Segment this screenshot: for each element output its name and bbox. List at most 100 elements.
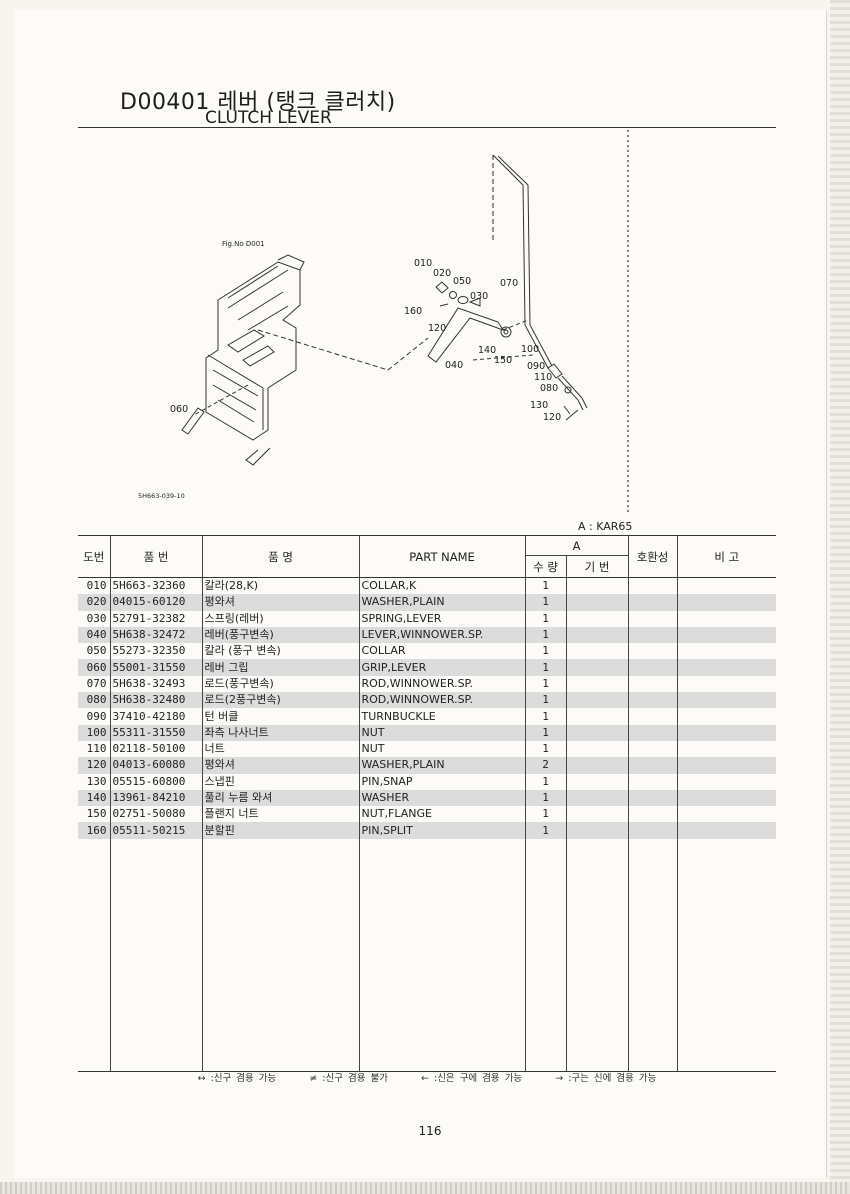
row-part-number: 13961-84210 [109, 789, 202, 807]
row-number: 150 [86, 807, 107, 821]
row-base [565, 708, 628, 725]
row-remarks [676, 659, 776, 676]
row-number: 140 [78, 789, 110, 807]
row-part-name: TURNBUCKLE [358, 708, 525, 725]
row-name-kr: 칼라 (풍구 변속) [201, 643, 359, 660]
row-qty: 1 [524, 822, 566, 839]
callout-060: 060 [170, 404, 188, 415]
row-part-name: LEVER,WINNOWER.SP. [358, 626, 525, 644]
row-qty: 1 [524, 789, 566, 807]
row-compat [627, 724, 677, 741]
col-header-base: 기 번 [565, 555, 628, 578]
callout-150: 150 [494, 355, 512, 366]
callout-080: 080 [540, 383, 558, 394]
figure-ref-label: Fig.No D001 [222, 240, 265, 248]
empty-cell [201, 838, 359, 1072]
row-part-number: 55273-32350 [109, 643, 202, 660]
parts-table: 도번 품 번 품 명 PART NAME A 호환성 비 고 수 량 기 번 0… [78, 535, 776, 1072]
row-remarks [676, 610, 776, 627]
col-header-group-a: A [524, 535, 628, 556]
row-number: 040 [78, 626, 110, 644]
row-remarks [676, 577, 776, 595]
callout-120-upper: 120 [428, 323, 446, 334]
row-name-kr: 스프링(레버) [201, 610, 359, 627]
row-qty: 1 [524, 675, 566, 693]
exploded-parts-diagram: Fig.No D001 010 020 050 030 160 120 040 … [138, 130, 629, 515]
row-qty: 2 [524, 757, 566, 774]
row-part-name: ROD,WINNOWER.SP. [358, 675, 525, 693]
row-part-name: ROD,WINNOWER.SP. [358, 692, 525, 709]
row-compat [627, 708, 677, 725]
callout-020: 020 [433, 268, 451, 279]
row-part-name: COLLAR,K [358, 577, 525, 595]
row-part-name: WASHER [358, 789, 525, 807]
row-compat [627, 806, 677, 823]
row-base [565, 724, 628, 741]
row-number: 160 [78, 822, 110, 839]
row-number: 060 [78, 659, 110, 676]
row-remarks [676, 740, 776, 758]
table-empty-space [78, 838, 776, 1072]
page-number: 116 [418, 1124, 442, 1138]
row-part-number: 55311-31550 [109, 724, 202, 741]
callout-070: 070 [500, 278, 518, 289]
callout-010: 010 [414, 258, 432, 269]
row-number: 050 [86, 644, 107, 658]
page-subtitle: CLUTCH LEVER [205, 108, 332, 128]
col-header-compat: 호환성 [627, 535, 677, 578]
row-compat [627, 610, 677, 627]
callout-030: 030 [470, 291, 488, 302]
row-qty: 1 [524, 626, 566, 644]
row-compat [627, 773, 677, 790]
row-compat [627, 692, 677, 709]
row-compat [627, 822, 677, 839]
row-qty: 1 [524, 740, 566, 758]
title-divider [78, 127, 776, 128]
row-base [565, 610, 628, 627]
col-header-no: 도번 [78, 535, 110, 578]
row-remarks [676, 773, 776, 790]
row-remarks [676, 708, 776, 725]
row-name-kr: 로드(2풍구변속) [201, 692, 359, 709]
callout-120-lower: 120 [543, 412, 561, 423]
row-remarks [676, 643, 776, 660]
row-remarks [676, 789, 776, 807]
col-header-qty: 수 량 [524, 555, 566, 578]
callout-100: 100 [521, 344, 539, 355]
empty-cell [627, 838, 677, 1072]
row-base [565, 773, 628, 790]
col-header-part-name: PART NAME [358, 535, 525, 578]
reference-note: A : KAR65 [578, 520, 633, 533]
row-base [565, 740, 628, 758]
row-compat [627, 659, 677, 676]
row-compat [627, 740, 677, 758]
row-part-number: 5H663-32360 [109, 577, 202, 595]
row-base [565, 643, 628, 660]
row-part-number: 5H638-32480 [109, 692, 202, 709]
row-name-kr: 스냅핀 [201, 773, 359, 790]
row-number: 080 [78, 692, 110, 709]
row-part-name: NUT [358, 724, 525, 741]
row-base [565, 806, 628, 823]
row-compat [627, 594, 677, 611]
empty-cell [565, 838, 628, 1072]
row-qty: 1 [524, 577, 566, 595]
row-name-kr: 풀리 누름 와셔 [201, 789, 359, 807]
drawing-number: 5H663-039-10 [138, 492, 185, 500]
row-part-name: PIN,SPLIT [358, 822, 525, 839]
row-number: 070 [86, 676, 107, 690]
row-remarks [676, 724, 776, 741]
row-base [565, 822, 628, 839]
row-name-kr: 레버(풍구변속) [201, 626, 359, 644]
callout-040: 040 [445, 360, 463, 371]
row-base [565, 659, 628, 676]
legend-both-compatible: ↔ :신구 겸용 가능 [197, 1073, 277, 1084]
